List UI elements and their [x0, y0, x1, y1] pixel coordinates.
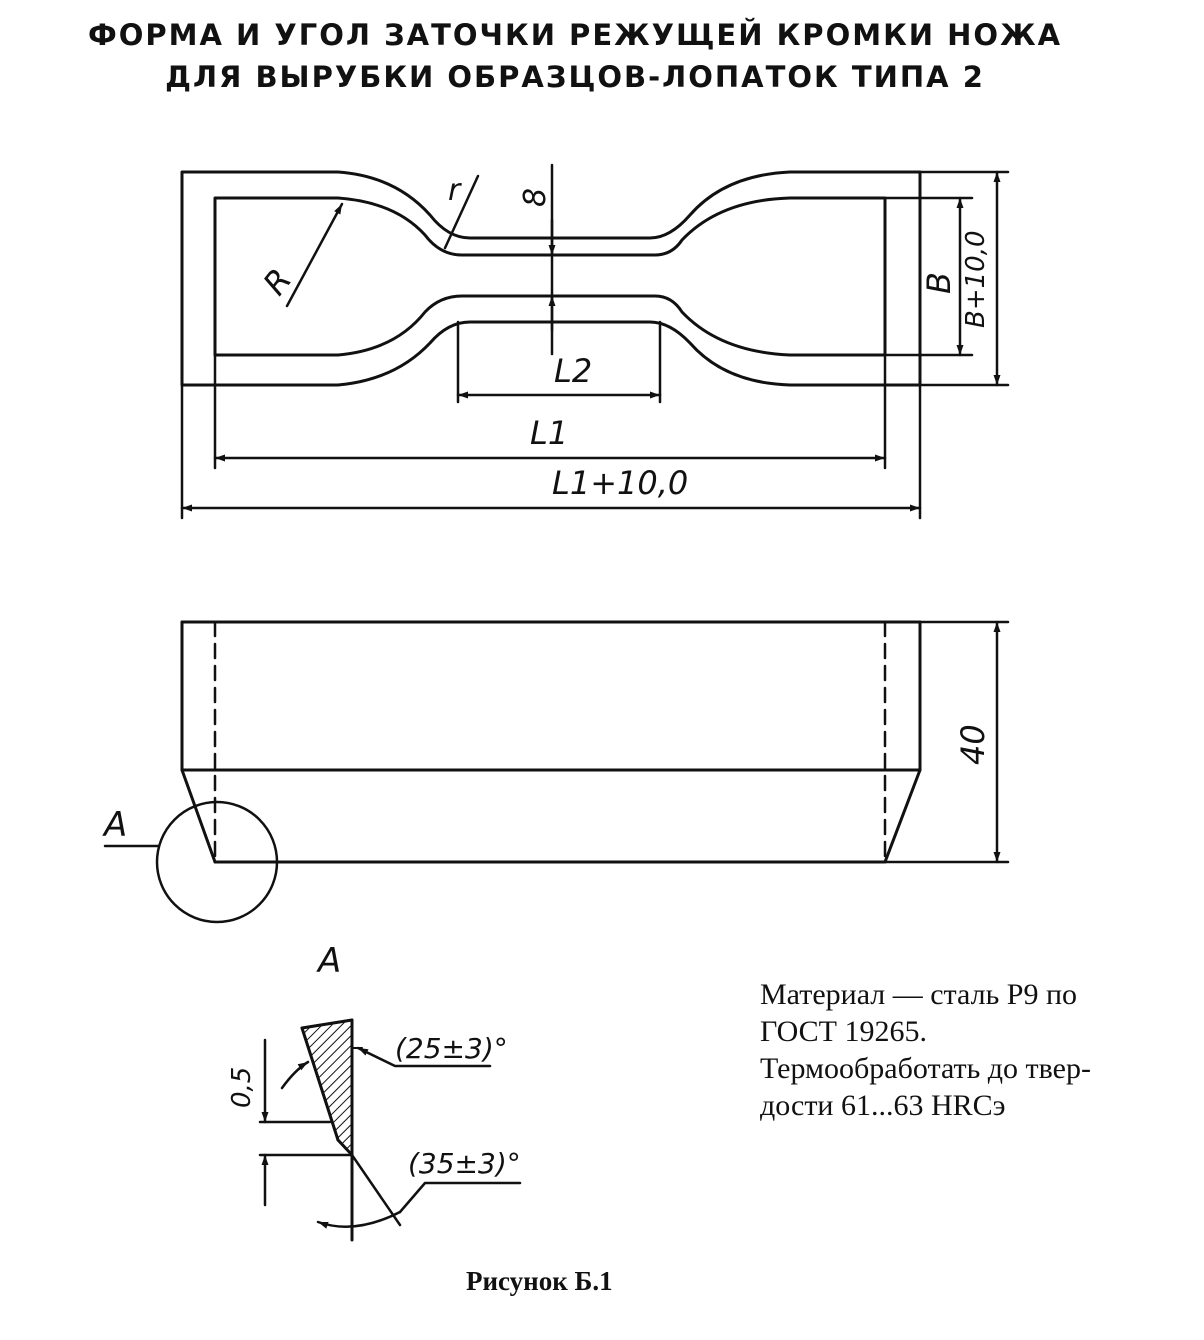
- label-view-a: A: [102, 805, 127, 845]
- figure-caption: Рисунок Б.1: [466, 1266, 613, 1296]
- note-line-1: Материал — сталь Р9 по: [760, 978, 1078, 1011]
- drawing-title-line-2: ДЛЯ ВЫРУБКИ ОБРАЗЦОВ-ЛОПАТОК ТИПА 2: [165, 60, 985, 94]
- label-angle-25: (25±3)°: [395, 1032, 508, 1065]
- hatched-edge: [300, 1018, 354, 1157]
- detail-a-circle: [155, 800, 279, 924]
- label-edge-05: 0,5: [227, 1067, 257, 1108]
- label-l2: L2: [554, 352, 592, 390]
- drawing-title-line-1: ФОРМА И УГОЛ ЗАТОЧКИ РЕЖУЩЕЙ КРОМКИ НОЖА: [87, 18, 1063, 52]
- label-detail-a: A: [316, 941, 341, 981]
- detail-a-view: [258, 1018, 522, 1242]
- angle-25-leader: [356, 1046, 492, 1068]
- label-width-8: 8: [518, 188, 553, 207]
- front-view: [103, 620, 1010, 924]
- radius-r-leader: [285, 202, 344, 308]
- label-l1: L1: [530, 414, 568, 452]
- label-height-40: 40: [954, 724, 992, 765]
- label-b-plus: B+10,0: [961, 230, 991, 328]
- angle-35-leader: [398, 1181, 522, 1214]
- label-b: B: [920, 272, 958, 294]
- label-angle-35: (35±3)°: [408, 1147, 521, 1180]
- plan-view: [180, 163, 1010, 520]
- inner-contour: [213, 196, 887, 357]
- label-r-small: r: [448, 173, 462, 208]
- label-l1-plus: L1+10,0: [552, 464, 688, 502]
- note-line-2: ГОСТ 19265.: [760, 1015, 927, 1048]
- note-line-3: Термообработать до твер-: [760, 1052, 1091, 1085]
- radius-small-leader: [443, 174, 480, 250]
- note-line-4: дости 61...63 HRCэ: [760, 1089, 1006, 1122]
